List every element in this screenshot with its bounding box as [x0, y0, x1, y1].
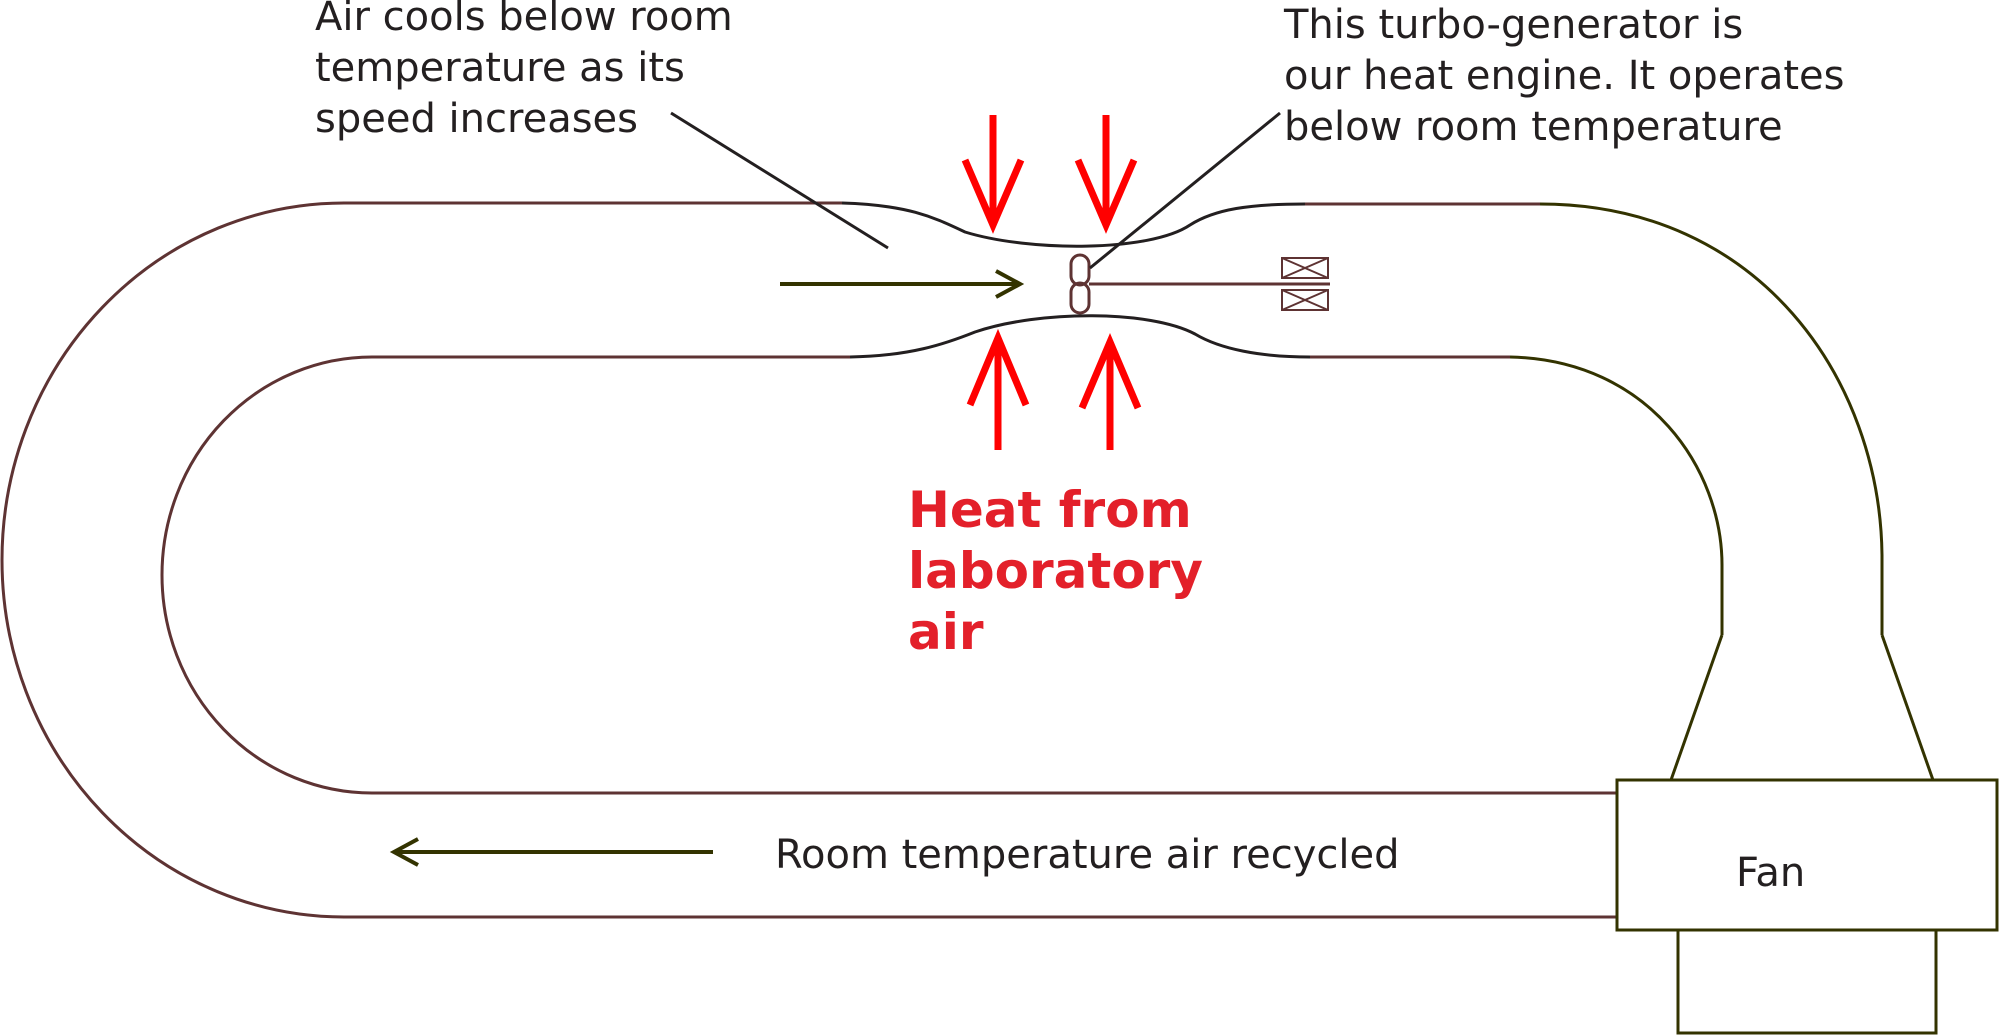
svg-text:below room temperature: below room temperature [1284, 104, 1783, 150]
svg-text:our heat engine. It operates: our heat engine. It operates [1284, 53, 1844, 99]
pipe-outer [0, 201, 1884, 919]
svg-text:air: air [908, 603, 984, 661]
flow-arrow-icon [389, 837, 713, 867]
air-cools-label: Air cools below room temperature as its … [315, 0, 733, 142]
fan-box [1615, 778, 1999, 932]
flow-arrow-icon [780, 269, 1025, 299]
fan-motor [1676, 928, 1938, 1035]
leader-line-air-cools [670, 111, 889, 250]
down-arrow-icon [961, 115, 1025, 234]
recycled-label: Room temperature air recycled [775, 832, 1400, 878]
svg-text:temperature as its: temperature as its [315, 45, 685, 91]
heat-label: Heat from laboratory air [908, 481, 1203, 661]
generator-icon [1281, 257, 1329, 311]
svg-text:laboratory: laboratory [908, 542, 1203, 600]
turbo-generator-label: This turbo-generator is our heat engine.… [1283, 2, 1844, 150]
up-arrow-icon [1078, 333, 1142, 450]
svg-text:Air cools below room: Air cools below room [315, 0, 733, 40]
fan-unit [1615, 634, 1999, 1035]
turbine-icon [1069, 253, 1091, 315]
fan-label: Fan [1736, 850, 1805, 896]
pipe-inner [160, 314, 1724, 795]
leader-line-turbo [1089, 111, 1281, 270]
up-arrow-icon [966, 328, 1030, 450]
svg-text:speed increases: speed increases [315, 96, 638, 142]
svg-text:Heat from: Heat from [908, 481, 1192, 539]
svg-text:This turbo-generator is: This turbo-generator is [1283, 2, 1743, 48]
down-arrow-icon [1074, 115, 1138, 234]
